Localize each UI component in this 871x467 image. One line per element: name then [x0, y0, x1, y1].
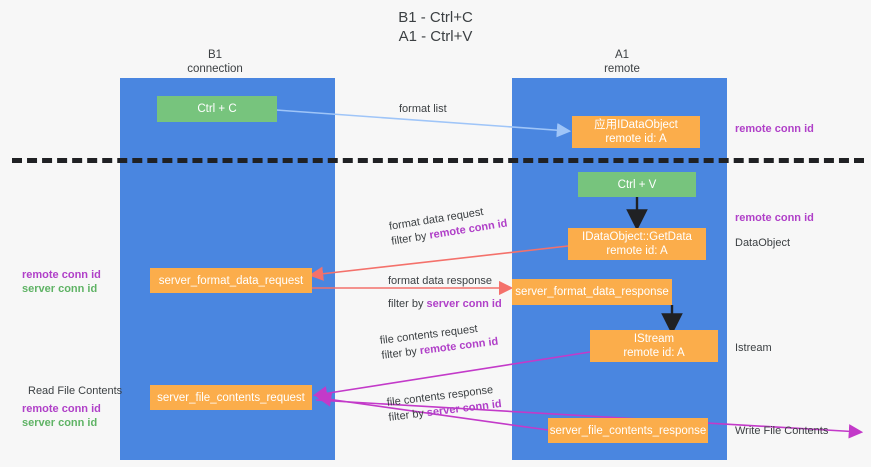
annotation-istream-text: Istream [735, 342, 772, 354]
node-ctrl-c[interactable]: Ctrl + C [157, 96, 277, 122]
node-getdata-line1: IDataObject::GetData [582, 231, 692, 243]
column-header-left-role: connection [187, 63, 243, 75]
edge-filter-prefix-3: filter by [380, 345, 421, 362]
annotation-remote-conn-id-top-text: remote conn id [735, 123, 814, 135]
annotation-remote-conn-id-top: remote conn id [735, 122, 814, 136]
node-server-file-contents-response-label: server_file_contents_response [549, 424, 707, 437]
node-getdata[interactable]: IDataObject::GetData remote id: A [568, 228, 706, 260]
edge-filter-format-data-response: filter by server conn id [388, 297, 502, 312]
edge-label-format-data-response-text: format data response [388, 275, 492, 287]
edge-filter-prefix-4: filter by [387, 407, 428, 424]
annotation-left-conn-ids-2: remote conn id server conn id [22, 402, 101, 430]
node-idataobject[interactable]: 应用IDataObject remote id: A [572, 116, 700, 148]
section-divider [12, 158, 864, 163]
annotation-read-file-contents-text: Read File Contents [28, 385, 123, 397]
edge-filter-prefix-2: filter by [388, 298, 427, 310]
annotation-remote-conn-id-mid-text: remote conn id [735, 212, 814, 224]
annotation-left-conn-ids: remote conn id server conn id [22, 268, 101, 296]
column-header-right-name: A1 [614, 49, 630, 61]
node-server-format-data-request[interactable]: server_format_data_request [150, 268, 312, 293]
column-header-right: A1 remote [562, 48, 682, 76]
edge-label-file-contents-response: file contents response filter by server … [386, 382, 503, 426]
edge-label-format-data-response: format data response filter by server co… [388, 274, 502, 312]
node-ctrl-v[interactable]: Ctrl + V [578, 172, 696, 197]
annotation-dataobject: DataObject [735, 236, 790, 250]
page-title: B1 - Ctrl+C A1 - Ctrl+V [0, 8, 871, 46]
annotation-left-server-conn-id-2: server conn id [22, 417, 98, 429]
node-server-file-contents-response[interactable]: server_file_contents_response [548, 418, 708, 443]
node-ctrl-c-label: Ctrl + C [197, 103, 237, 115]
column-header-left: B1 connection [155, 48, 275, 76]
annotation-write-file-contents: Write File Contents [735, 424, 828, 438]
column-header-left-name: B1 [207, 49, 223, 61]
edge-filter-key-2: server conn id [426, 298, 502, 310]
column-header-right-role: remote [604, 63, 640, 75]
node-getdata-line2: remote id: A [606, 245, 668, 257]
annotation-left-server-conn-id: server conn id [22, 283, 98, 295]
edge-label-format-list-text: format list [399, 103, 447, 115]
annotation-dataobject-text: DataObject [735, 237, 791, 249]
title-line-1: B1 - Ctrl+C [398, 9, 473, 26]
annotation-left-remote-conn-id: remote conn id [22, 269, 101, 281]
node-server-format-data-response[interactable]: server_format_data_response [512, 279, 672, 305]
node-idataobject-line2: remote id: A [605, 133, 667, 145]
node-istream-line1: IStream [633, 333, 675, 345]
node-idataobject-line1: 应用IDataObject [594, 119, 678, 131]
annotation-left-remote-conn-id-2: remote conn id [22, 403, 101, 415]
edge-label-format-data-request: format data request filter by remote con… [388, 202, 509, 250]
edge-label-format-list: format list [399, 102, 447, 117]
annotation-read-file-contents: Read File Contents [28, 384, 122, 398]
annotation-write-file-contents-text: Write File Contents [735, 425, 829, 437]
node-ctrl-v-label: Ctrl + V [617, 178, 657, 191]
annotation-remote-conn-id-mid: remote conn id [735, 211, 814, 225]
edge-label-file-contents-request: file contents request filter by remote c… [379, 320, 499, 364]
node-istream-line2: remote id: A [623, 347, 685, 359]
title-line-2: A1 - Ctrl+V [398, 28, 473, 45]
annotation-istream: Istream [735, 341, 772, 355]
node-server-format-data-request-label: server_format_data_request [158, 274, 304, 287]
node-server-format-data-response-label: server_format_data_response [515, 286, 669, 298]
node-server-file-contents-request[interactable]: server_file_contents_request [150, 385, 312, 410]
node-server-file-contents-request-label: server_file_contents_request [157, 391, 305, 404]
node-istream[interactable]: IStream remote id: A [590, 330, 718, 362]
